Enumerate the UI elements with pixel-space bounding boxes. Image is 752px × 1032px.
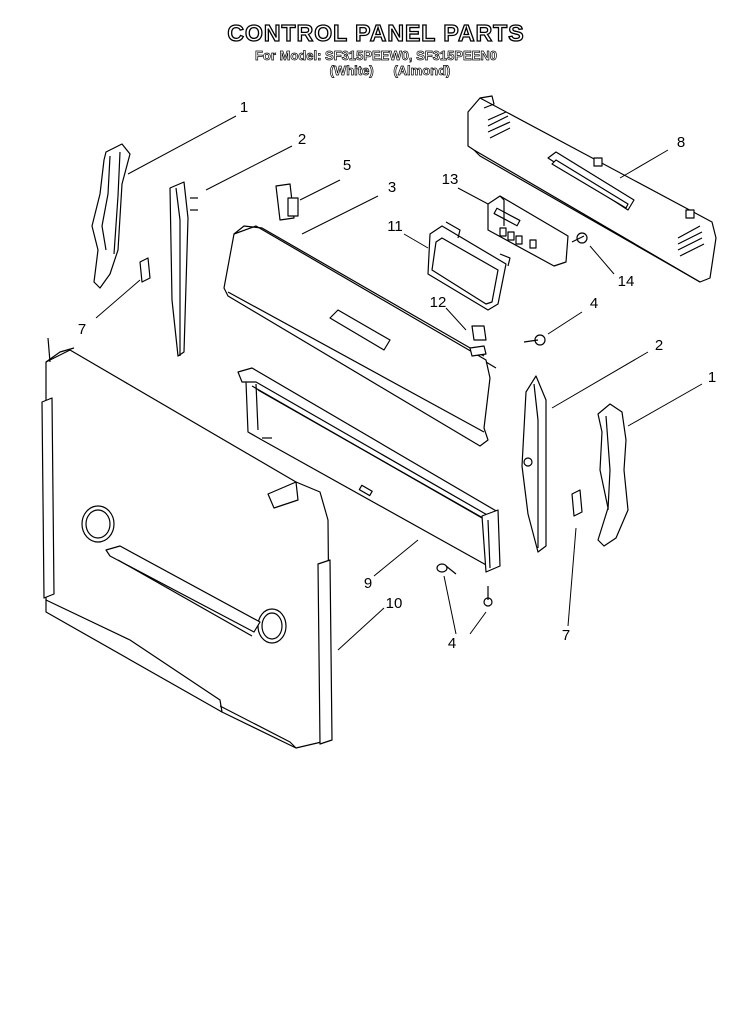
- part-7-clip-left: [139, 257, 151, 283]
- part-5-bracket: [275, 183, 299, 221]
- callout-3: 3: [387, 179, 397, 196]
- part-1-end-cap-right: [597, 403, 629, 547]
- callout-7-left: 7: [77, 321, 87, 338]
- color-variants: (White) (Almond): [290, 63, 490, 79]
- callout-13: 13: [441, 171, 459, 188]
- part-3-control-panel: [223, 225, 497, 447]
- part-1-end-cap-left: [91, 143, 131, 289]
- callout-1-left: 1: [239, 99, 249, 116]
- callout-9: 9: [363, 575, 373, 592]
- color-variant-almond: (Almond): [393, 63, 451, 79]
- callout-1-right: 1: [707, 369, 717, 386]
- callout-5: 5: [342, 157, 352, 174]
- part-7-clip-right: [571, 489, 583, 517]
- callout-14: 14: [617, 273, 635, 290]
- callout-leaders: [95, 115, 703, 651]
- callout-8: 8: [676, 134, 686, 151]
- part-2-side-bracket-right: [521, 375, 547, 553]
- part-8-rear-cover: [467, 95, 717, 283]
- part-11-display-lens: [427, 221, 511, 311]
- callout-4-upper: 4: [589, 295, 599, 312]
- callout-2-left: 2: [297, 131, 307, 148]
- part-9-panel-bracket: [237, 367, 501, 573]
- color-variant-white: (White): [329, 63, 374, 79]
- part-4-screws-lower: [436, 563, 493, 607]
- callout-4-lower: 4: [447, 635, 457, 652]
- page-title: CONTROL PANEL PARTS: [227, 19, 525, 46]
- callout-2-right: 2: [654, 337, 664, 354]
- callout-7-right: 7: [561, 627, 571, 644]
- part-12-clip: [469, 325, 487, 357]
- model-numbers: For Model: SF315PEEW0, SF315PEEN0: [254, 48, 498, 64]
- part-13-control-board: [487, 195, 569, 267]
- part-2-side-bracket-left: [169, 181, 198, 357]
- callout-10: 10: [385, 595, 403, 612]
- callout-12: 12: [429, 294, 447, 311]
- callout-11: 11: [387, 218, 403, 235]
- part-14-screw: [571, 232, 588, 244]
- part-4-screw-upper: [523, 334, 546, 346]
- part-10-back-panel: [41, 337, 333, 749]
